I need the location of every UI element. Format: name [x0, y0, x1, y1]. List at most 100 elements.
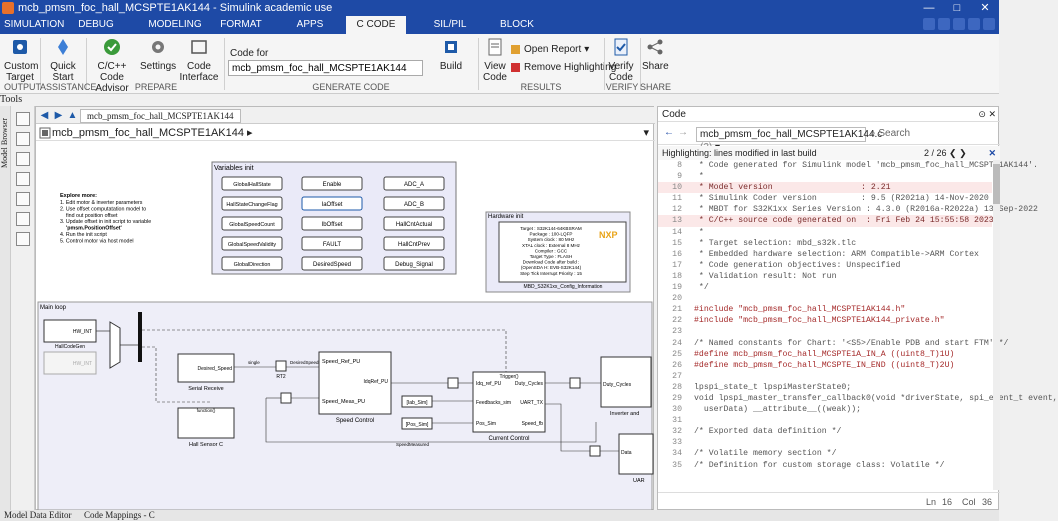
- prev-icon[interactable]: ❮: [949, 148, 957, 158]
- vertical-scrollbar[interactable]: [993, 160, 1000, 490]
- forward-icon[interactable]: →: [678, 127, 688, 138]
- variable-block[interactable]: [383, 196, 445, 211]
- variable-block[interactable]: [301, 216, 363, 231]
- hardware-config-block[interactable]: [498, 221, 627, 283]
- uart-block[interactable]: [618, 433, 654, 475]
- build-button[interactable]: Build: [436, 38, 466, 72]
- settings-button[interactable]: Settings: [140, 38, 176, 72]
- current-control-block[interactable]: [472, 371, 546, 433]
- model-tab[interactable]: mcb_pmsm_foc_hall_MCSPTE1AK144: [80, 109, 241, 123]
- quick-start-button[interactable]: Quick Start: [46, 38, 80, 83]
- search-field[interactable]: ⌕ Search: [870, 127, 990, 142]
- variable-block[interactable]: [221, 196, 283, 211]
- code-line[interactable]: 34/* Volatile memory section */: [658, 448, 992, 459]
- code-line[interactable]: 14 *: [658, 227, 992, 238]
- code-line[interactable]: 31: [658, 415, 992, 426]
- code-line[interactable]: 27: [658, 371, 992, 382]
- variable-block[interactable]: [301, 196, 363, 211]
- area-icon[interactable]: [15, 232, 30, 246]
- code-line[interactable]: 26#define mcb_pmsm_foc_hall_MCSPTE_IN_EN…: [658, 360, 992, 371]
- inverter-block[interactable]: [600, 356, 652, 408]
- annotation-icon[interactable]: [15, 192, 30, 206]
- variable-block[interactable]: [301, 256, 363, 271]
- variable-block[interactable]: [221, 176, 283, 191]
- code-interface-button[interactable]: Code Interface: [178, 38, 220, 83]
- speed-control-block[interactable]: [318, 351, 392, 415]
- undo-icon[interactable]: [938, 18, 950, 30]
- breadcrumb-model[interactable]: mcb_pmsm_foc_hall_MCSPTE1AK144 ▸: [52, 127, 253, 139]
- code-line[interactable]: 33: [658, 437, 992, 448]
- variable-block[interactable]: [383, 176, 445, 191]
- code-line[interactable]: 16 * Embedded hardware selection: ARM Co…: [658, 249, 992, 260]
- back-icon[interactable]: ←: [664, 127, 674, 138]
- variable-block[interactable]: [221, 216, 283, 231]
- image-icon[interactable]: [15, 212, 30, 226]
- code-line[interactable]: 11 * Simulink Coder version : 9.5 (R2021…: [658, 193, 992, 204]
- variable-block[interactable]: [301, 176, 363, 191]
- rate-transition-block[interactable]: [569, 377, 581, 389]
- variable-block[interactable]: [383, 216, 445, 231]
- iab-sim-from-block[interactable]: [401, 395, 433, 408]
- up-icon[interactable]: ▲: [67, 110, 78, 121]
- tab-block[interactable]: BLOCK: [500, 19, 534, 30]
- code-line[interactable]: 9 *: [658, 171, 992, 182]
- variable-block[interactable]: [383, 256, 445, 271]
- minimize-button[interactable]: —: [923, 2, 935, 14]
- code-line[interactable]: 8 * Code generated for Simulink model 'm…: [658, 160, 1038, 171]
- code-line[interactable]: 25#define mcb_pmsm_foc_hall_MCSPTE1A_IN_…: [658, 349, 992, 360]
- code-line[interactable]: 19 */: [658, 282, 992, 293]
- fit-view-icon[interactable]: [15, 152, 30, 166]
- save-icon[interactable]: [923, 18, 935, 30]
- zoom-in-icon[interactable]: [15, 132, 30, 146]
- explore-item[interactable]: 'pmsm.PositionOffset': [66, 226, 122, 232]
- next-icon[interactable]: ❯: [959, 148, 967, 158]
- code-line[interactable]: 12 * MBDT for S32K1xx Series Version : 4…: [658, 204, 1038, 215]
- close-button[interactable]: ✕: [980, 2, 990, 14]
- variable-block[interactable]: [221, 236, 283, 251]
- chevron-down-icon[interactable]: ▾: [643, 127, 649, 139]
- rate-transition-block[interactable]: [447, 377, 459, 389]
- code-for-input[interactable]: [228, 60, 423, 76]
- variable-block[interactable]: [301, 236, 363, 251]
- code-line[interactable]: 24/* Named constants for Chart: '<S5>/En…: [658, 338, 1008, 349]
- explore-item[interactable]: 5. Control motor via host model: [60, 238, 134, 244]
- pos-sim-from-block[interactable]: [401, 417, 433, 430]
- clear-highlight-icon[interactable]: ✕: [988, 148, 996, 158]
- hide-browser-icon[interactable]: [15, 112, 30, 126]
- code-line[interactable]: 17 * Code generation objectives: Unspeci…: [658, 260, 992, 271]
- verify-code-button[interactable]: Verify Code: [606, 38, 636, 83]
- code-line[interactable]: 35/* Definition for custom storage class…: [658, 460, 992, 471]
- file-selector[interactable]: mcb_pmsm_foc_hall_MCSPTE1AK144.c (2) ▾: [696, 127, 882, 153]
- forward-icon[interactable]: ▶: [54, 110, 63, 121]
- mux-bar[interactable]: [138, 312, 142, 362]
- explore-item[interactable]: 3. Update offset in init script to varia…: [60, 219, 151, 225]
- tab-model-data-editor[interactable]: Model Data Editor: [4, 510, 72, 520]
- serial-receive-block[interactable]: [177, 353, 235, 383]
- explore-item[interactable]: find out position offset: [66, 213, 118, 219]
- rate-transition-block[interactable]: [280, 392, 292, 404]
- share-button[interactable]: Share: [642, 38, 669, 72]
- explore-item[interactable]: 4. Run the init script: [60, 232, 107, 238]
- code-advisor-button[interactable]: C/C++ Code Advisor: [88, 38, 136, 94]
- hall-code-gen-block-disabled[interactable]: [43, 351, 97, 375]
- explore-item[interactable]: 1. Edit motor & inverter parameters: [60, 200, 143, 206]
- code-line[interactable]: 22#include "mcb_pmsm_foc_hall_MCSPTE1AK1…: [658, 315, 992, 326]
- code-line[interactable]: 20: [658, 293, 992, 304]
- tab-apps[interactable]: APPS: [296, 19, 324, 30]
- rate-transition-block[interactable]: [275, 360, 287, 372]
- variable-block[interactable]: [221, 256, 283, 271]
- tab-modeling[interactable]: MODELING: [148, 19, 202, 30]
- rate-transition-block[interactable]: [589, 445, 601, 457]
- view-code-button[interactable]: View Code: [482, 38, 508, 83]
- redo-icon[interactable]: [953, 18, 965, 30]
- tab-debug[interactable]: DEBUG: [78, 19, 114, 30]
- code-line[interactable]: 21#include "mcb_pmsm_foc_hall_MCSPTE1AK1…: [658, 304, 992, 315]
- code-line[interactable]: 10 * Model version : 2.21: [658, 182, 992, 194]
- code-view[interactable]: 8 * Code generated for Simulink model 'm…: [658, 160, 1058, 490]
- merge-block[interactable]: [109, 321, 121, 369]
- tab-sil-pil[interactable]: SIL/PIL: [433, 19, 467, 30]
- code-line[interactable]: 30 userData) __attribute__((weak));: [658, 404, 992, 415]
- arrow-icon[interactable]: [15, 172, 30, 186]
